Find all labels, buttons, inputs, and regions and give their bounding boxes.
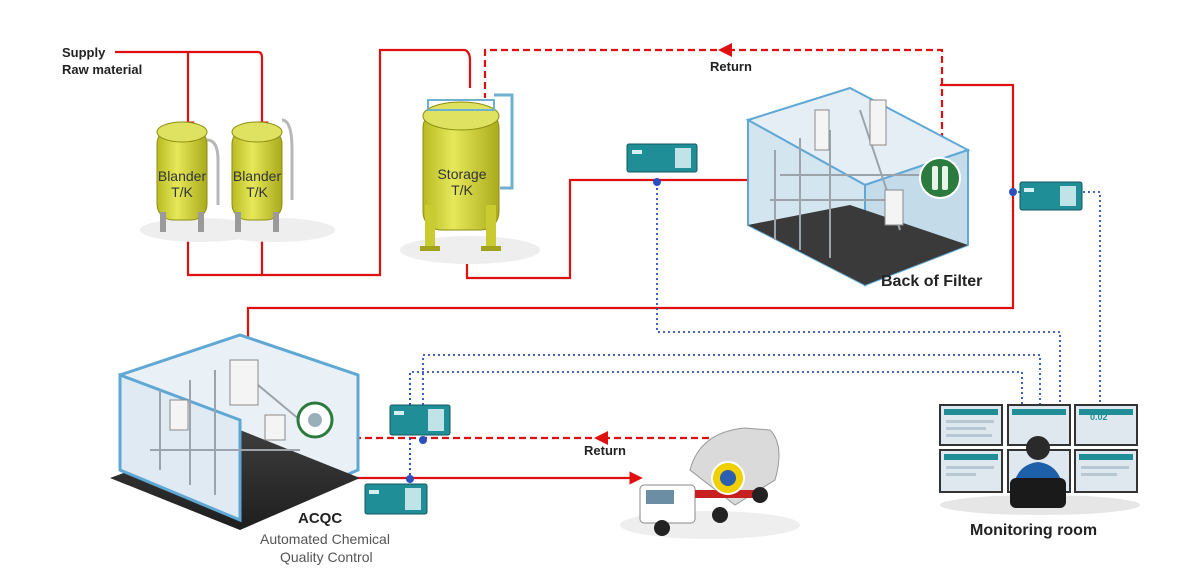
acqc-subtitle-line1: Automated Chemical xyxy=(260,531,390,547)
blender-2-label-line1: Blander xyxy=(232,168,282,184)
blender-1-label-line1: Blander xyxy=(157,168,207,184)
return-label-bottom: Return xyxy=(584,443,626,458)
acqc-subtitle-line2: Quality Control xyxy=(280,549,373,565)
blender-1-label-line2: T/K xyxy=(171,184,193,200)
return-lines xyxy=(340,48,944,440)
blender-1-label: Blander T/K xyxy=(155,168,209,200)
operator-icon xyxy=(1010,436,1066,508)
pipe-lines xyxy=(115,48,1015,485)
analyzer-unit-icon xyxy=(389,404,451,436)
monitoring-room xyxy=(939,404,1140,515)
blender-2-label-line2: T/K xyxy=(246,184,268,200)
screen-value-readout: 0.02 xyxy=(1090,412,1108,422)
analyzer-unit-icon xyxy=(364,483,428,515)
supply-label: Supply xyxy=(62,45,106,60)
signal-lines xyxy=(409,183,1101,480)
storage-tank xyxy=(400,93,540,264)
signal-nodes xyxy=(406,178,1017,483)
storage-tank-label-line2: T/K xyxy=(451,182,473,198)
blender-2-label: Blander T/K xyxy=(230,168,284,200)
acqc-title: ACQC xyxy=(298,510,343,527)
blender-tank-2 xyxy=(215,118,335,242)
raw-material-label: Raw material xyxy=(62,62,143,77)
filter-room xyxy=(745,86,971,287)
analyzer-unit-icon xyxy=(1019,181,1083,211)
return-label-top: Return xyxy=(710,59,752,74)
monitoring-room-label: Monitoring room xyxy=(970,522,1098,539)
back-of-filter-label: Back of Filter xyxy=(881,273,983,290)
filter-cartridge-icon xyxy=(919,157,961,199)
tanker-truck-icon xyxy=(620,427,800,539)
acqc-room xyxy=(110,333,360,530)
storage-tank-label-line1: Storage xyxy=(437,166,487,182)
analyzer-unit-icon xyxy=(626,143,698,173)
storage-tank-label: Storage T/K xyxy=(430,166,494,198)
